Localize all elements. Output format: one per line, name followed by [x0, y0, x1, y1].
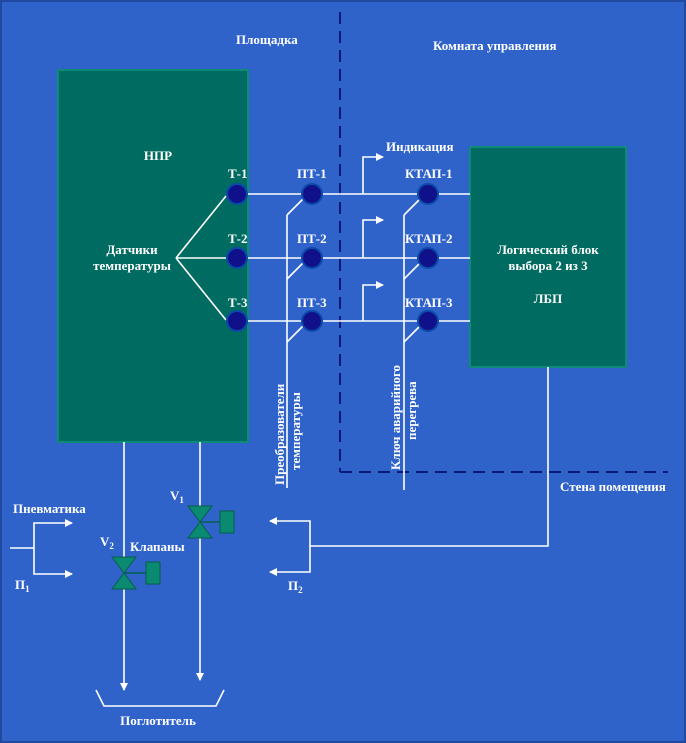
key-node-2	[417, 247, 439, 269]
room-wall-label: Стена помещения	[560, 479, 666, 494]
valve-v1-bottom	[187, 521, 213, 539]
key-vertical-label-1: Ключ аварийного	[388, 365, 403, 470]
lbp-label: ЛБП	[534, 291, 562, 306]
valve-v1-top	[187, 505, 213, 523]
npr-box	[57, 69, 249, 443]
sensor-label-1: Т-1	[228, 166, 248, 181]
converters-vertical-label-1: Преобразователи	[272, 383, 287, 485]
sensor-node-2	[226, 247, 248, 269]
key-label-1: КТАП-1	[405, 166, 452, 181]
logic-box	[469, 146, 627, 368]
converter-node-2	[301, 247, 323, 269]
p2-arrow-line	[269, 546, 311, 576]
converters-vertical-label-2: температуры	[288, 392, 303, 470]
temp-sensors-label-2: температуры	[93, 258, 171, 273]
converter-node-3	[301, 310, 323, 332]
valves-label: Клапаны	[130, 539, 185, 554]
logic-label-2: выбора 2 из 3	[508, 258, 588, 273]
v1-label: V1	[170, 488, 184, 505]
indication-arrow-1	[362, 153, 384, 194]
key-label-3: КТАП-3	[405, 295, 453, 310]
p1-label: П1	[15, 577, 30, 594]
pneumatic-arrow-down	[33, 548, 73, 578]
p2-label: П2	[288, 578, 303, 595]
site-label: Площадка	[236, 32, 298, 47]
key-node-1	[417, 183, 439, 205]
valve-v2-actuator	[145, 561, 161, 585]
logic-label-1: Логический блок	[497, 242, 599, 257]
sensor-node-1	[226, 183, 248, 205]
sensor-label-3: Т-3	[228, 295, 248, 310]
converter-label-1: ПТ-1	[297, 166, 327, 181]
indication-label: Индикация	[386, 139, 453, 154]
sensor-label-2: Т-2	[228, 231, 248, 246]
converter-node-1	[301, 183, 323, 205]
indication-arrow-2	[362, 216, 384, 258]
absorber-tray	[95, 689, 225, 707]
temp-sensors-label-1: Датчики	[106, 242, 158, 257]
converter-label-2: ПТ-2	[297, 231, 327, 246]
key-vertical-label-2: перегрева	[404, 381, 419, 440]
control-room-label: Комната управления	[433, 38, 556, 53]
pneumatic-arrow-up	[33, 519, 73, 548]
sensor-node-3	[226, 310, 248, 332]
npr-label: НПР	[144, 148, 172, 163]
indication-arrow-3	[362, 281, 384, 321]
absorber-label: Поглотитель	[120, 713, 196, 728]
valve-v2-top	[111, 556, 137, 574]
v2-label: V2	[100, 534, 114, 551]
fan-line-1	[175, 195, 227, 259]
converter-label-3: ПТ-3	[297, 295, 327, 310]
pneumatics-label: Пневматика	[13, 501, 86, 516]
key-node-3	[417, 310, 439, 332]
fan-line-3	[175, 257, 227, 321]
valve-v1-actuator	[219, 510, 235, 534]
key-label-2: КТАП-2	[405, 231, 452, 246]
valve-v2-bottom	[111, 572, 137, 590]
